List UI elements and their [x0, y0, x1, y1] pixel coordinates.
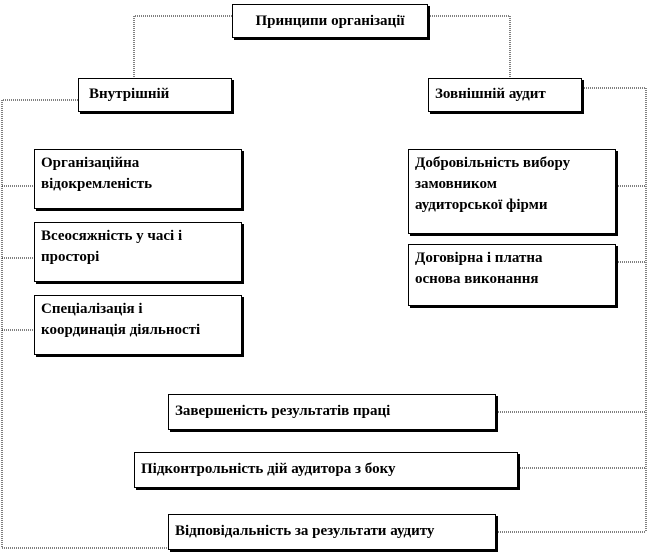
left-branch-title: Внутрішній [78, 78, 232, 112]
common-item-1: Завершеність результатів праці [168, 394, 496, 430]
left-item-1: Організаційна відокремленість [34, 149, 242, 209]
root-node: Принципи організації [232, 4, 428, 38]
common-item-2: Підконтрольність дій аудитора з боку [134, 452, 518, 488]
connector-root-right [428, 15, 511, 78]
connector-right-spine [582, 87, 647, 532]
common-item-3: Відповідальність за результати аудиту [168, 514, 496, 550]
left-item-2: Всеосяжність у часі і просторі [34, 222, 242, 282]
connector-root-left [133, 15, 232, 78]
right-item-1: Добровільність вибору замовником аудитор… [408, 149, 616, 234]
left-item-3: Спеціалізація і координація діяльності [34, 295, 242, 355]
right-item-2: Договірна і платна основа виконання [408, 244, 616, 306]
right-branch-title: Зовнішній аудит [428, 78, 582, 112]
connector-left-spine [1, 99, 78, 548]
